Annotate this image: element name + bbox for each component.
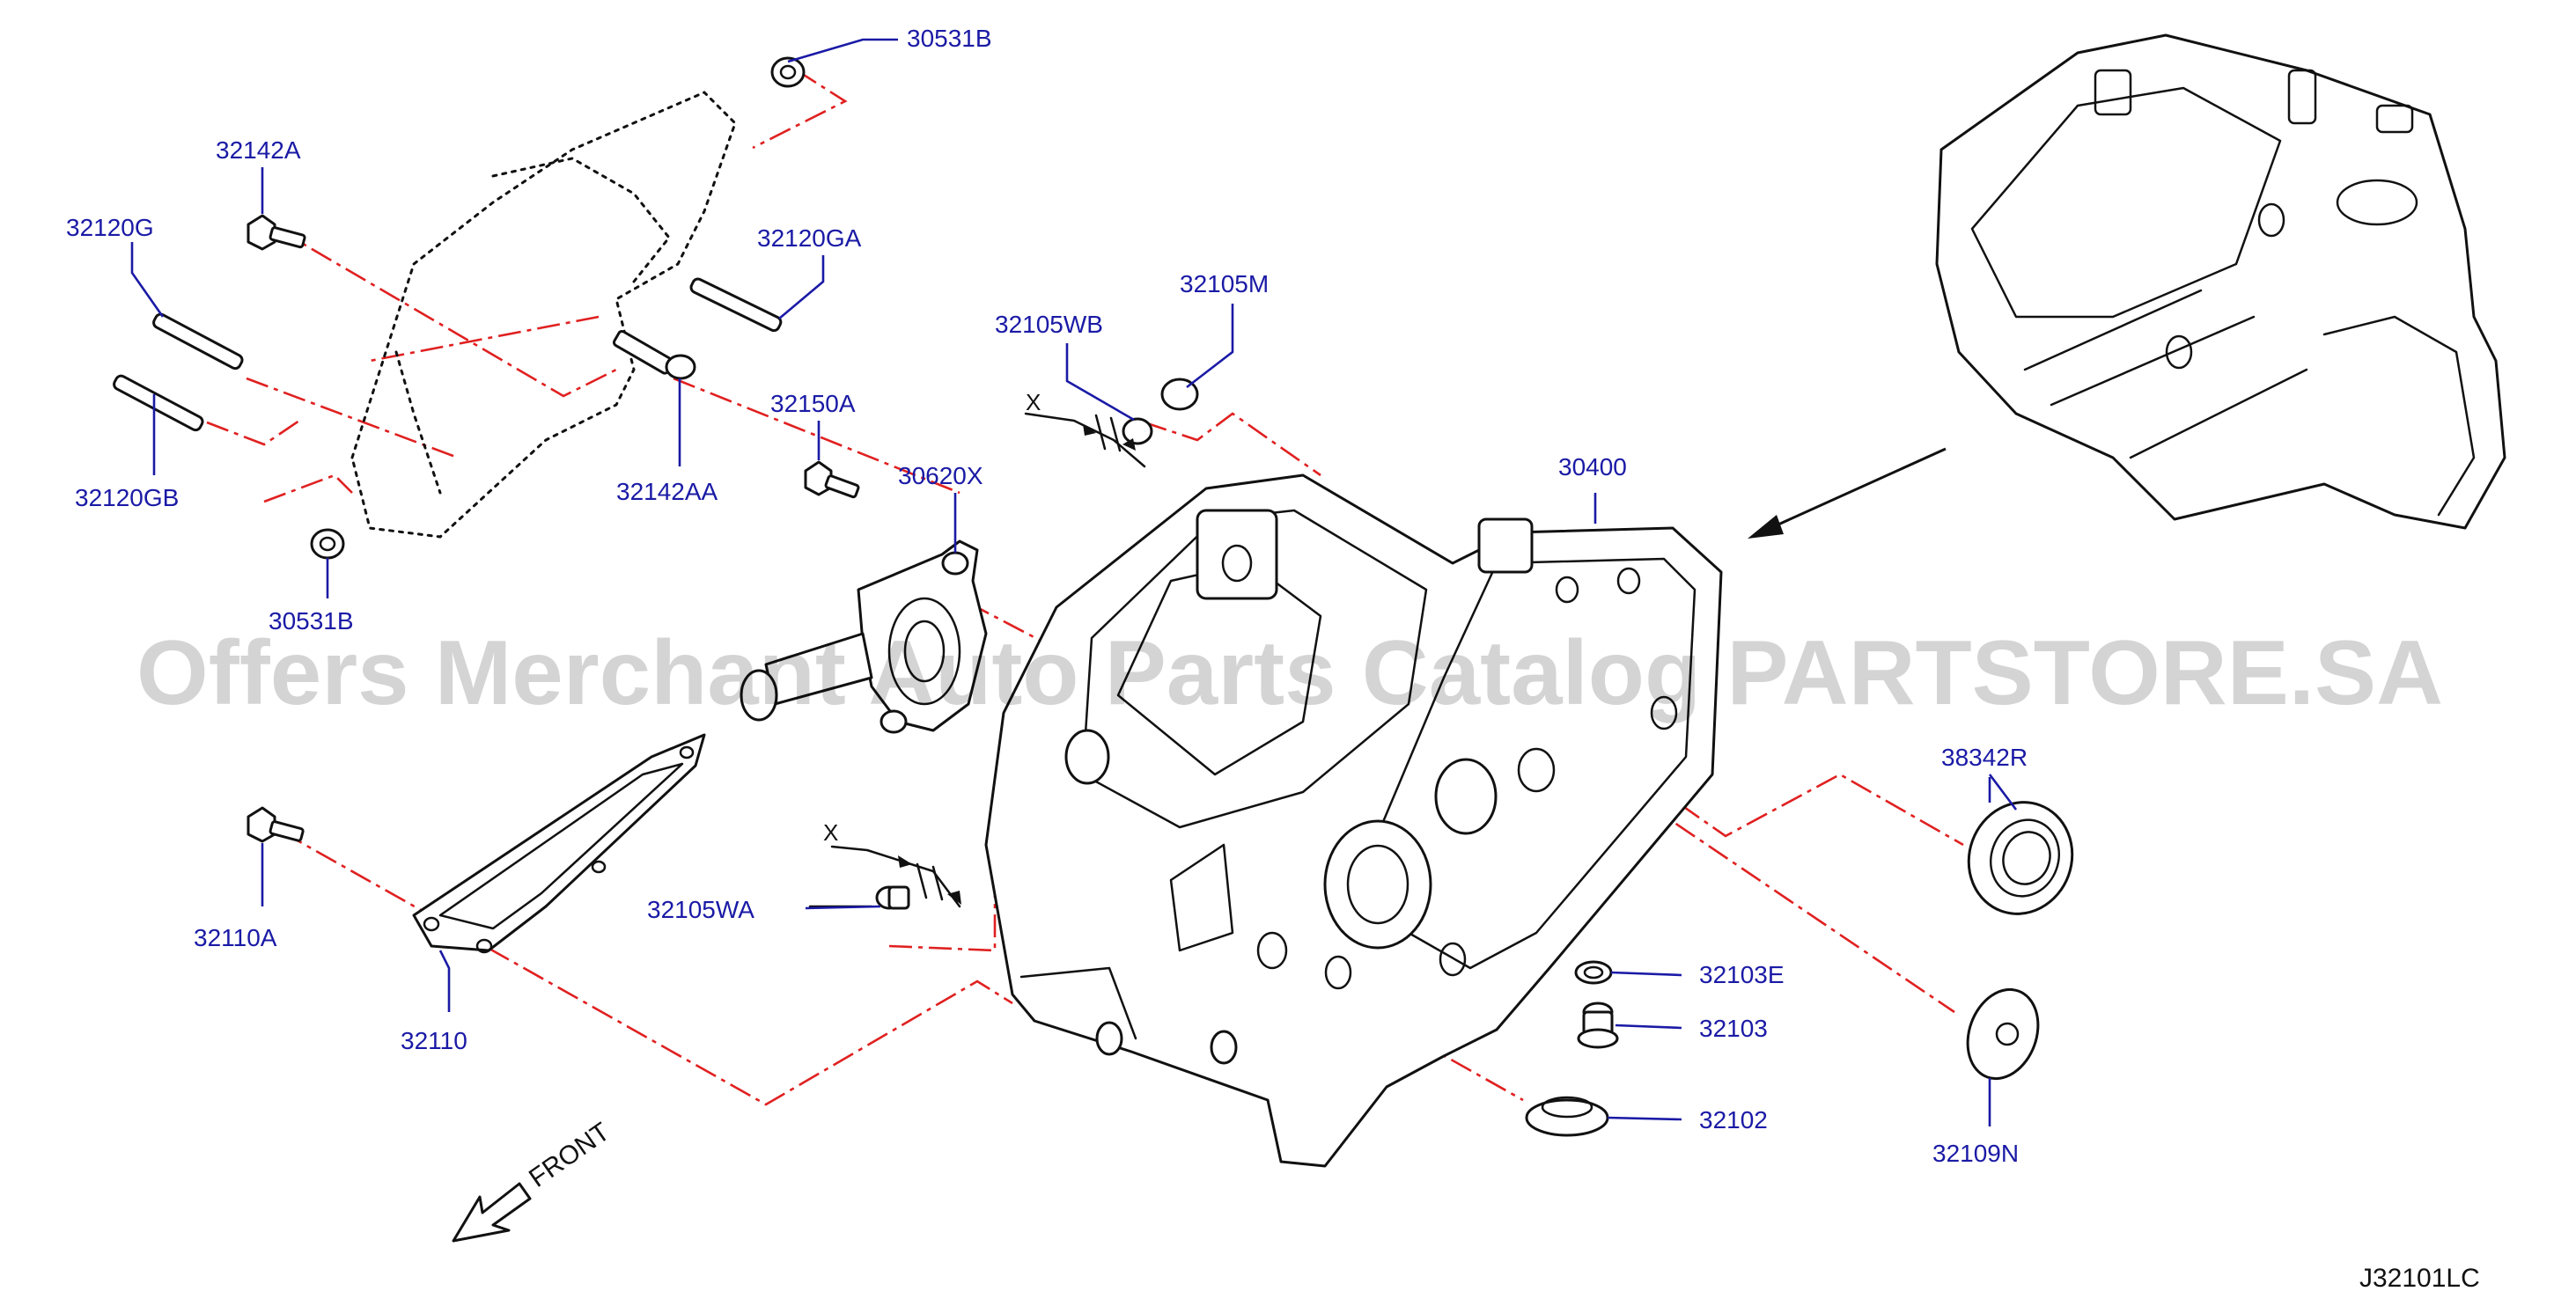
oil-seal-38342r bbox=[1967, 801, 2074, 915]
x-mark-top: X bbox=[1026, 389, 1041, 415]
label-32105wb: 32105WB bbox=[995, 311, 1103, 338]
leader-lines bbox=[130, 38, 2018, 1126]
transaxle-assembly-reference bbox=[1935, 33, 2506, 530]
stud-32120gb bbox=[113, 374, 204, 432]
label-38342r: 38342R bbox=[1941, 744, 2028, 771]
front-label: FRONT bbox=[524, 1117, 615, 1192]
label-32105wa: 32105WA bbox=[647, 896, 754, 923]
stud-32120ga bbox=[689, 277, 783, 333]
release-bearing-30620x bbox=[740, 539, 988, 734]
view-arrowhead bbox=[1748, 515, 1784, 539]
bolt-32110a bbox=[247, 806, 305, 843]
view-arrow bbox=[1760, 447, 1947, 534]
nut-30531b-bottom bbox=[310, 528, 345, 560]
label-32103e: 32103E bbox=[1699, 961, 1785, 988]
diagram-code: J32101LC bbox=[2359, 1264, 2480, 1293]
oil-seal-32102 bbox=[1525, 1096, 1609, 1137]
nut-30531b-top bbox=[770, 56, 806, 88]
label-32142aa: 32142AA bbox=[616, 478, 718, 505]
label-32142a: 32142A bbox=[216, 136, 301, 164]
bolt-32142a bbox=[247, 214, 306, 251]
label-30531b-top: 30531B bbox=[907, 25, 992, 52]
label-30400: 30400 bbox=[1558, 453, 1627, 481]
label-32109n: 32109N bbox=[1932, 1140, 2019, 1167]
label-32120ga: 32120GA bbox=[757, 224, 862, 252]
label-32103: 32103 bbox=[1699, 1015, 1768, 1042]
label-32150a: 32150A bbox=[770, 390, 856, 417]
transmission-case bbox=[984, 473, 1723, 1168]
label-30620x: 30620X bbox=[898, 462, 983, 489]
front-indicator: FRONT bbox=[452, 1117, 615, 1243]
label-32102: 32102 bbox=[1699, 1106, 1768, 1134]
bolt-32150a bbox=[804, 460, 860, 499]
cover-plate-32110 bbox=[412, 733, 706, 954]
front-arrow-icon bbox=[452, 1182, 532, 1243]
watermark: Offers Merchant Auto Parts Catalog PARTS… bbox=[136, 622, 2443, 724]
cap-32109n bbox=[1966, 987, 2040, 1081]
x-mark-bottom: X bbox=[823, 819, 838, 846]
dowel-32105wa bbox=[875, 885, 910, 910]
washer-32103e bbox=[1574, 960, 1613, 985]
label-32120gb: 32120GB bbox=[75, 484, 179, 511]
label-32110a: 32110A bbox=[194, 924, 277, 951]
part-labels: 30531B 32142A 32120G 32120GA 32120GB 321… bbox=[66, 25, 2028, 1167]
label-32105m: 32105M bbox=[1180, 270, 1269, 297]
label-30531b-bottom: 30531B bbox=[269, 607, 354, 635]
bolt-32142aa bbox=[612, 329, 696, 380]
x-callout-top bbox=[1024, 412, 1146, 468]
stud-32120g bbox=[152, 312, 244, 371]
label-32120g: 32120G bbox=[66, 214, 154, 241]
dowel-32105wb bbox=[1122, 417, 1153, 445]
dotted-bracket-outline bbox=[350, 91, 737, 539]
label-32110: 32110 bbox=[401, 1027, 467, 1054]
drain-plug-32103 bbox=[1577, 1002, 1619, 1049]
